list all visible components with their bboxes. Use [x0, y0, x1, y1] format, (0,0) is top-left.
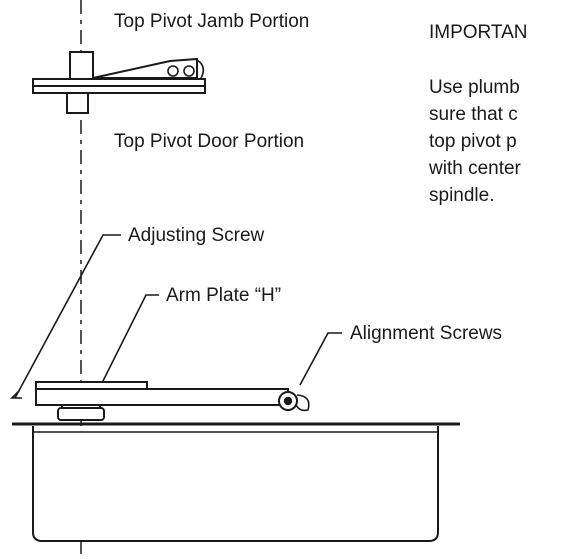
top-pivot-arm	[92, 57, 198, 79]
alignment-screw-center	[283, 396, 293, 406]
label-top-pivot-jamb-portion: Top Pivot Jamb Portion	[114, 11, 310, 32]
note-heading: IMPORTAN	[429, 22, 528, 43]
label-arm-plate-h: Arm Plate “H”	[166, 285, 282, 306]
closer-box	[32, 426, 439, 542]
label-adjusting-screw: Adjusting Screw	[128, 225, 265, 246]
top-pivot-pin-2	[183, 65, 195, 77]
alignment-screw-tab	[295, 394, 310, 412]
note-line-3: top pivot p	[429, 131, 517, 152]
note-line-4: with center	[429, 158, 521, 179]
adjusting-screw-leader	[14, 234, 121, 399]
arm-plate-leader	[100, 294, 159, 386]
top-pivot-pin-1	[167, 65, 179, 77]
top-pivot-door-block	[66, 92, 89, 114]
top-pivot-jamb-block	[69, 51, 94, 80]
arm-body	[35, 388, 289, 406]
note-line-1: Use plumb	[429, 77, 520, 98]
arm-plate-h	[35, 381, 148, 390]
alignment-screws-leader	[299, 332, 342, 386]
top-pivot-assembly	[32, 51, 206, 114]
arm-assembly	[35, 381, 310, 421]
note-line-5: spindle.	[429, 185, 495, 206]
note-line-2: sure that c	[429, 104, 518, 125]
spindle-nut	[57, 407, 105, 421]
label-alignment-screws: Alignment Screws	[350, 323, 503, 344]
top-pivot-door-plate	[32, 85, 206, 94]
top-pivot-frame-plate	[32, 78, 206, 87]
label-top-pivot-door-portion: Top Pivot Door Portion	[114, 131, 305, 152]
